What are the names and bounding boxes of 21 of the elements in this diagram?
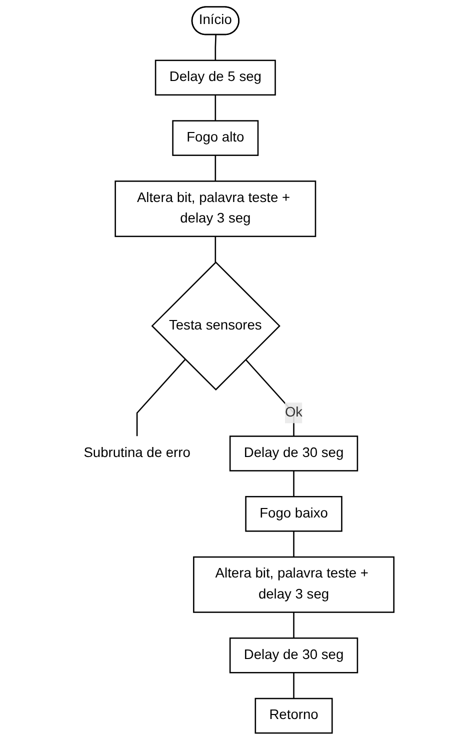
connector — [292, 470, 294, 497]
connector — [214, 94, 216, 121]
node-box: Delay de 30 seg — [229, 637, 358, 674]
connector — [292, 672, 294, 699]
node-box: Delay de 30 seg — [229, 436, 358, 472]
connector — [292, 612, 294, 638]
node-text: Subrutina de erro — [83, 446, 190, 460]
connector — [214, 236, 216, 262]
node-box: Fogo alto — [172, 120, 258, 156]
connector — [136, 359, 186, 436]
connector — [244, 359, 294, 436]
connector — [214, 155, 216, 182]
node-box: Retorno — [254, 698, 332, 734]
node-box: Delay de 5 seg — [154, 60, 276, 96]
node-box: Altera bit, palavra teste + delay 3 seg — [114, 180, 316, 238]
connector — [214, 34, 216, 60]
node-diamond: Testa sensores — [150, 261, 280, 391]
edge-label: Ok — [284, 405, 302, 420]
node-box: Fogo baixo — [244, 496, 342, 532]
connector — [292, 531, 294, 558]
node-box: Altera bit, palavra teste + delay 3 seg — [192, 556, 394, 613]
